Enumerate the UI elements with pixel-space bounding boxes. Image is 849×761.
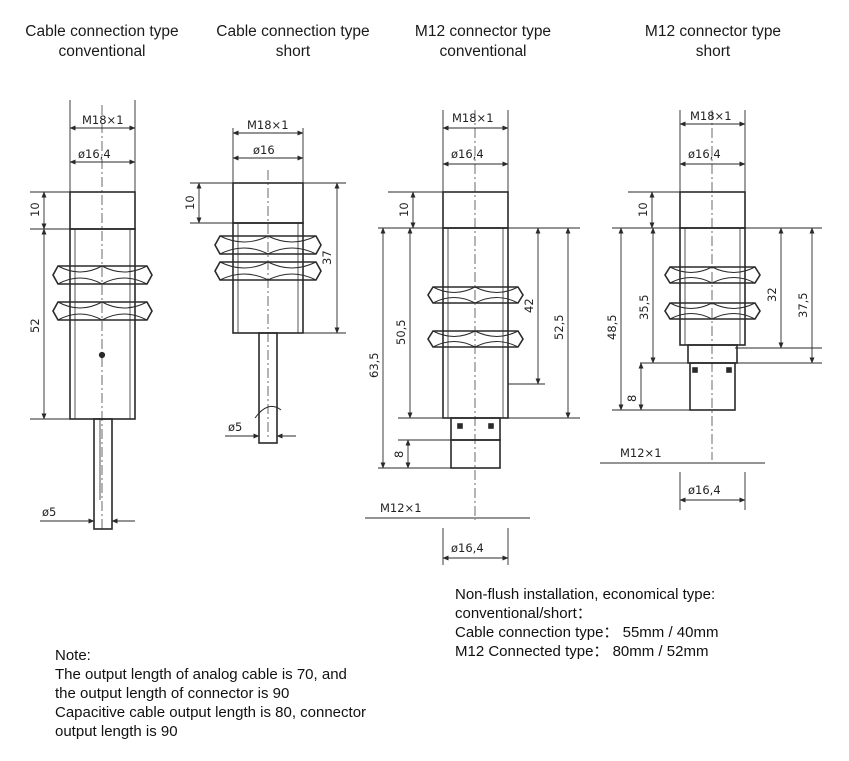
title-m12-short: M12 connector type short: [603, 22, 823, 62]
dim-m12-thread: M12×1: [380, 501, 422, 515]
sensor-cap: [69, 191, 136, 230]
dim-diameter-bottom: ø16,4: [451, 541, 484, 555]
note-line: output length is 90: [55, 723, 178, 740]
dim-10: 10: [28, 202, 42, 217]
dim-diameter: ø16: [253, 143, 275, 157]
dim-10: 10: [397, 202, 411, 217]
note-line: Capacitive cable output length is 80, co…: [55, 704, 367, 721]
title-line-1: Cable connection type: [216, 23, 370, 40]
dim-diameter: ø16,4: [451, 147, 484, 161]
dims-m12-conventional: [365, 110, 580, 565]
dim-diameter-bottom: ø16,4: [688, 483, 721, 497]
sensor-dimension-drawing: M18×1 ø16,4 10 52 ø5 M18×1 ø16 10 37 ø5: [28, 100, 822, 565]
cable-length-note: Note: The output length of analog cable …: [55, 646, 366, 741]
dim-37: 37: [320, 250, 334, 265]
nut-curve: [57, 277, 148, 285]
dims-cable-conventional: [30, 100, 136, 530]
cable: [93, 418, 113, 530]
install-notes-line: conventional/short：: [455, 605, 592, 622]
install-notes-line: M12 Connected type： 80mm / 52mm: [455, 643, 709, 660]
m12-plug: [450, 439, 501, 469]
dim-37-5: 37,5: [796, 292, 810, 318]
install-notes-line: Non-flush installation, economical type:: [455, 586, 716, 603]
nut: [52, 301, 153, 321]
dim-m12-thread: M12×1: [620, 446, 662, 460]
led-window: [726, 367, 732, 373]
dim-cable-diameter: ø5: [42, 505, 56, 519]
nut-curve: [432, 341, 519, 348]
sensor-m12-short: [664, 191, 761, 411]
nut-curve: [57, 301, 148, 309]
dims-cable-short: [190, 128, 346, 440]
nut-curve: [669, 266, 756, 273]
dim-52-5: 52,5: [552, 314, 566, 340]
sensor-cable-conventional: [52, 191, 153, 530]
dim-63-5: 63,5: [367, 352, 381, 378]
nut-curve: [669, 277, 756, 284]
title-line-2: short: [275, 43, 311, 60]
nut-curve: [57, 313, 148, 321]
dim-thread: M18×1: [82, 113, 124, 127]
dim-48-5: 48,5: [605, 314, 619, 340]
sensor-body: [679, 227, 746, 346]
led-window: [457, 423, 463, 429]
install-notes: Non-flush installation, economical type:…: [455, 585, 718, 661]
title-line-2: short: [695, 43, 731, 60]
connector-collar: [450, 417, 501, 441]
note-line: the output length of connector is 90: [55, 685, 290, 702]
sensor-cap: [679, 191, 746, 229]
dims-m12-short: [600, 110, 822, 510]
title-line-2: conventional: [439, 43, 527, 60]
install-notes-line: Cable connection type： 55mm / 40mm: [455, 624, 719, 641]
nut-curve: [669, 302, 756, 309]
nut: [52, 265, 153, 285]
nut-curve: [669, 313, 756, 320]
sensor-body: [442, 227, 509, 419]
dim-10: 10: [183, 195, 197, 210]
dim-50-5: 50,5: [394, 319, 408, 345]
nut-curve: [432, 297, 519, 304]
dim-8: 8: [625, 395, 639, 402]
nut-curve: [219, 235, 317, 243]
nut-curve: [432, 286, 519, 293]
title-line-1: Cable connection type: [25, 23, 179, 40]
dim-thread: M18×1: [247, 118, 289, 132]
dim-10: 10: [636, 202, 650, 217]
sensor-cap: [442, 191, 509, 229]
nut-curve: [432, 330, 519, 337]
title-line-1: M12 connector type: [414, 23, 552, 40]
note-heading: Note:: [55, 647, 91, 664]
dim-thread: M18×1: [690, 109, 732, 123]
dim-diameter: ø16,4: [78, 147, 111, 161]
title-cable-conventional: Cable connection type conventional: [0, 22, 212, 62]
dim-thread: M18×1: [452, 111, 494, 125]
led-window: [488, 423, 494, 429]
connector-collar: [687, 344, 738, 364]
dim-cable-diameter: ø5: [228, 420, 242, 434]
dim-35-5: 35,5: [637, 294, 651, 320]
title-cable-short: Cable connection type short: [183, 22, 403, 62]
sensor-body: [69, 228, 136, 420]
sensor-m12-conventional: [427, 191, 524, 469]
dim-diameter: ø16,4: [688, 147, 721, 161]
dim-52: 52: [28, 318, 42, 333]
nut-curve: [57, 265, 148, 273]
dim-8: 8: [392, 451, 406, 458]
nut-curve: [219, 247, 317, 255]
dim-42: 42: [522, 298, 536, 313]
m12-plug: [689, 362, 736, 411]
led-window: [692, 367, 698, 373]
title-line-2: conventional: [58, 43, 146, 60]
dim-32: 32: [765, 287, 779, 302]
title-m12-conventional: M12 connector type conventional: [373, 22, 593, 62]
note-line: The output length of analog cable is 70,…: [55, 666, 347, 683]
title-line-1: M12 connector type: [644, 23, 782, 40]
